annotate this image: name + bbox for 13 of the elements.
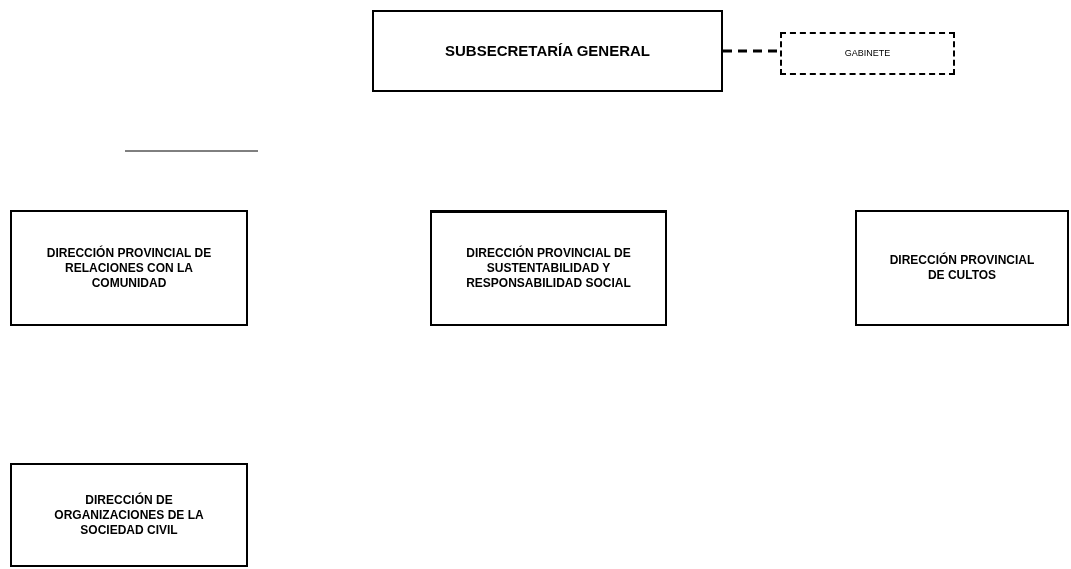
box-label: GABINETE xyxy=(843,47,892,60)
org-box xyxy=(430,210,667,326)
org-box xyxy=(372,10,723,92)
connector-line xyxy=(723,49,780,53)
org-box xyxy=(780,32,955,75)
box-label: DIRECCIÓN DE ORGANIZACIONES DE LA SOCIEDAD CIVIL xyxy=(53,492,205,538)
org-box xyxy=(855,210,1069,326)
org-box xyxy=(10,210,248,326)
org-box xyxy=(10,463,248,567)
box-label: DIRECCIÓN PROVINCIAL DE SUSTENTABILIDAD Y RESPONSABILIDAD SOCIAL xyxy=(465,246,632,291)
box-label: DIRECCIÓN PROVINCIAL DE CULTOS xyxy=(888,253,1036,283)
box-label: SUBSECRETARÍA GENERAL xyxy=(444,41,651,61)
box-label: DIRECCIÓN PROVINCIAL DE RELACIONES CON LA COMUNIDAD xyxy=(45,245,213,291)
